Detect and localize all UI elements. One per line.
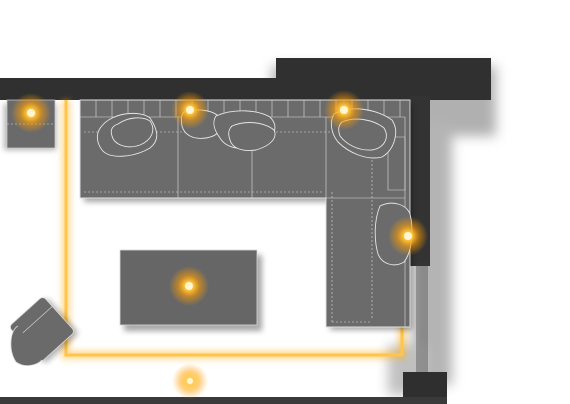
- lounge-chair: [10, 297, 78, 366]
- floor-lamp: [172, 363, 208, 399]
- sofa-lamp-left: [171, 91, 209, 129]
- walls: [0, 58, 496, 404]
- corner-lamp: [388, 216, 428, 256]
- wall-right-lower: [416, 262, 428, 382]
- sectional-sofa: [79, 99, 413, 330]
- table-lamp: [169, 266, 209, 306]
- wall-top: [0, 78, 491, 100]
- throw-pillows: [96, 108, 413, 266]
- cabinet-lamp: [11, 93, 51, 133]
- lights: [11, 90, 428, 399]
- wall-bottom: [0, 397, 447, 404]
- sofa-lamp-right: [324, 90, 364, 130]
